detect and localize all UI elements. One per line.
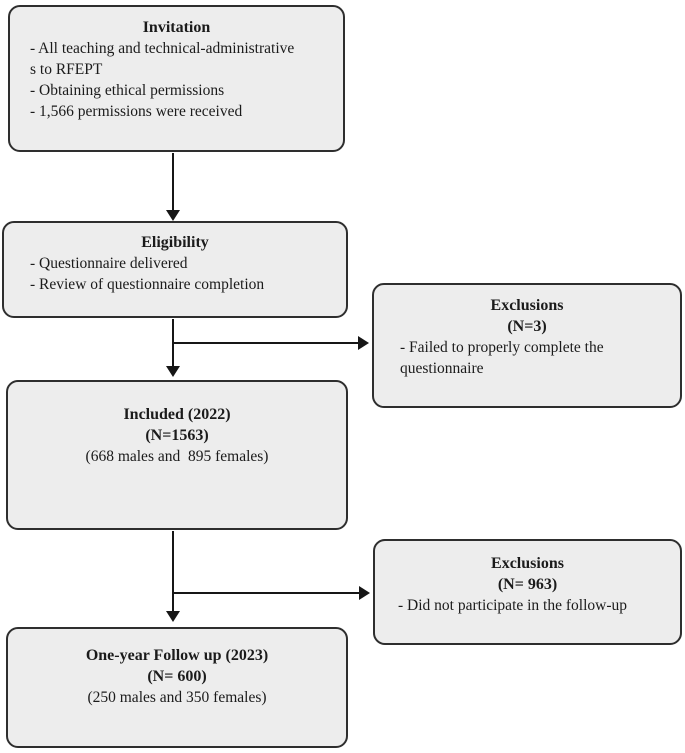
box-invitation: Invitation - All teaching and technical-… [8, 5, 345, 152]
box-exclusions-2: Exclusions (N= 963) - Did not participat… [373, 539, 682, 645]
box-invitation-line: - Obtaining ethical permissions [30, 82, 225, 99]
box-exclusions-1: Exclusions (N=3) - Failed to properly co… [372, 283, 682, 408]
box-included-count: (N=1563) [145, 427, 209, 444]
connector-branch-exclusions2-line [173, 592, 359, 594]
box-invitation-line: s to RFEPT [30, 61, 103, 78]
connector-branch-exclusions1-line [173, 342, 358, 344]
box-followup-count: (N= 600) [147, 668, 207, 685]
box-exclusions-2-count: (N= 963) [497, 576, 558, 593]
box-exclusions-2-title: Exclusions [491, 555, 564, 572]
box-eligibility-line: - Questionnaire delivered [30, 255, 188, 272]
box-exclusions-1-count: (N=3) [507, 318, 547, 335]
box-exclusions-2-line: - Did not participate in the follow-up [398, 597, 627, 614]
box-exclusions-1-title: Exclusions [490, 297, 564, 314]
arrow-down-icon [166, 210, 180, 221]
box-exclusions-1-line: - Failed to properly complete the questi… [400, 339, 604, 377]
box-invitation-title: Invitation [142, 19, 211, 36]
box-followup-detail: (250 males and 350 females) [87, 689, 267, 706]
box-eligibility: Eligibility - Questionnaire delivered - … [2, 221, 348, 318]
connector-included-followup-line [172, 531, 174, 612]
box-invitation-line: - 1,566 permissions were received [30, 103, 243, 120]
box-eligibility-line: - Review of questionnaire completion [30, 276, 265, 293]
box-included-title: Included (2022) [123, 406, 231, 423]
box-included-detail: (668 males and 895 females) [85, 448, 269, 465]
arrow-right-icon [358, 336, 369, 350]
box-followup-title: One-year Follow up (2023) [85, 647, 269, 664]
arrow-down-icon [166, 366, 180, 377]
box-invitation-line: - All teaching and technical-administrat… [30, 40, 295, 57]
arrow-down-icon [166, 611, 180, 622]
arrow-right-icon [359, 586, 370, 600]
box-followup: One-year Follow up (2023) (N= 600) (250 … [6, 627, 348, 748]
connector-invitation-eligibility-line [172, 153, 174, 211]
box-included: Included (2022) (N=1563) (668 males and … [6, 380, 348, 530]
box-eligibility-title: Eligibility [141, 234, 209, 251]
